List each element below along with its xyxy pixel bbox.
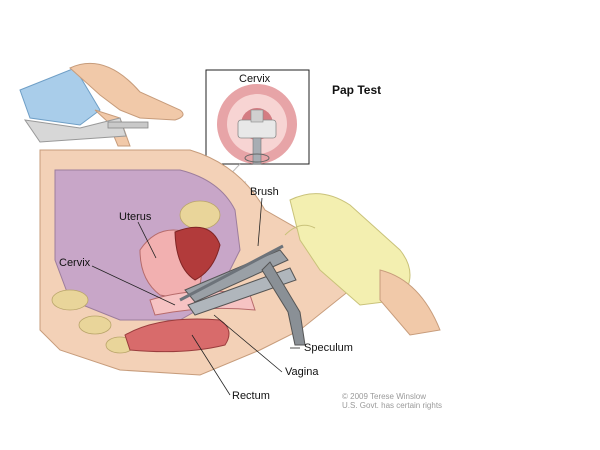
copyright-credit: © 2009 Terese Winslow U.S. Govt. has cer… [342,392,442,410]
label-cervix: Cervix [59,257,91,269]
patient-figure [19,62,184,147]
label-uterus: Uterus [119,211,152,223]
cervix-inset [205,69,310,165]
inset-title: Cervix [239,73,271,85]
credit-line-1: © 2009 Terese Winslow [342,392,427,401]
credit-line-2: U.S. Govt. has certain rights [342,401,443,410]
speculum [184,249,306,346]
leader-lines [91,197,300,396]
label-speculum: Speculum [304,342,353,354]
label-vagina: Vagina [285,366,319,378]
label-rectum: Rectum [232,390,270,402]
pelvis-cross-section [39,149,354,376]
label-brush: Brush [250,186,279,198]
gloved-hand [284,193,441,336]
diagram-title: Pap Test [332,83,382,97]
brush-handle [179,244,284,302]
